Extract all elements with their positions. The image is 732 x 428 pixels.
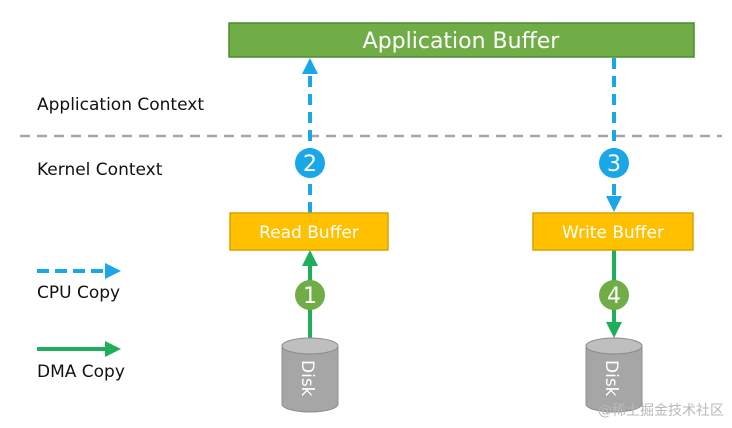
step-4-label: 4 — [607, 284, 621, 309]
legend-cpu-label: CPU Copy — [37, 283, 120, 303]
disk-right: Disk — [585, 337, 643, 413]
application-context-label: Application Context — [37, 95, 204, 115]
kernel-context-label: Kernel Context — [37, 160, 163, 180]
application-buffer: Application Buffer — [228, 22, 695, 58]
read-buffer-label: Read Buffer — [259, 223, 359, 243]
read-buffer: Read Buffer — [229, 212, 389, 251]
step-badge-3: 3 — [599, 148, 629, 178]
step-badge-1: 1 — [295, 280, 325, 310]
write-buffer-label: Write Buffer — [562, 223, 664, 243]
application-buffer-label: Application Buffer — [363, 29, 561, 54]
disk-right-label: Disk — [601, 360, 621, 397]
legend: CPU Copy DMA Copy — [37, 263, 125, 382]
step-1-label: 1 — [303, 284, 317, 309]
step-3-label: 3 — [607, 152, 621, 177]
write-buffer: Write Buffer — [532, 212, 694, 251]
watermark: @稀土掘金技术社区 — [598, 403, 724, 419]
legend-dma-label: DMA Copy — [37, 362, 125, 382]
step-badge-2: 2 — [295, 148, 325, 178]
disk-left-label: Disk — [297, 360, 317, 397]
disk-left: Disk — [281, 337, 339, 413]
step-2-label: 2 — [303, 152, 317, 177]
step-badge-4: 4 — [599, 280, 629, 310]
